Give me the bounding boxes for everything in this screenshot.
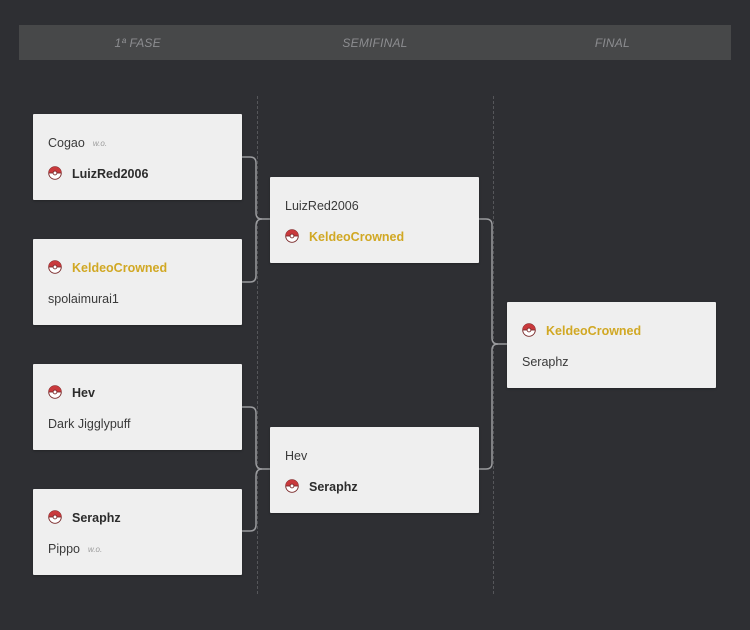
pokeball-icon — [48, 385, 62, 399]
player-name: KeldeoCrowned — [309, 230, 405, 244]
player-row-winner: Seraphz — [48, 510, 121, 526]
match-card-r1-3[interactable]: Hev Dark Jigglypuff — [33, 364, 242, 450]
player-name: Dark Jigglypuff — [48, 417, 131, 431]
pokeball-icon — [48, 260, 62, 274]
match-card-semifinal-1[interactable]: LuizRed2006 KeldeoCrowned — [270, 177, 479, 263]
player-name: Seraphz — [309, 480, 358, 494]
connector-line — [242, 218, 263, 283]
player-row-winner: KeldeoCrowned — [285, 229, 404, 245]
match-card-r1-2[interactable]: KeldeoCrowned spolaimurai1 — [33, 239, 242, 325]
player-name: Cogao — [48, 136, 85, 150]
column-divider — [257, 96, 258, 594]
player-row: Pippo w.o. — [48, 541, 102, 557]
player-row: LuizRed2006 — [285, 198, 359, 214]
player-name: Seraphz — [72, 511, 121, 525]
round-label-final: FINAL — [594, 35, 630, 50]
player-name: Pippo — [48, 542, 80, 556]
pokeball-icon — [48, 510, 62, 524]
match-card-semifinal-2[interactable]: Hev Seraphz — [270, 427, 479, 513]
round-header-bar: 1ª FASE SEMIFINAL FINAL — [19, 25, 731, 60]
player-row-winner: Seraphz — [285, 479, 358, 495]
connector-line — [242, 468, 263, 532]
round-label-semifinal: SEMIFINAL — [342, 35, 408, 50]
match-card-final[interactable]: KeldeoCrowned Seraphz — [507, 302, 716, 388]
connector-line — [479, 218, 507, 345]
pokeball-icon — [48, 166, 62, 180]
match-card-r1-4[interactable]: Seraphz Pippo w.o. — [33, 489, 242, 575]
match-card-r1-1[interactable]: Cogao w.o. LuizRed2006 — [33, 114, 242, 200]
walkover-note: w.o. — [87, 544, 103, 554]
walkover-note: w.o. — [92, 138, 108, 148]
player-row: Dark Jigglypuff — [48, 416, 130, 432]
connector-line — [242, 156, 270, 220]
player-row: Seraphz — [522, 354, 569, 370]
player-name: Hev — [72, 386, 95, 400]
player-row: spolaimurai1 — [48, 291, 119, 307]
round-label-first-phase: 1ª FASE — [114, 35, 161, 50]
pokeball-icon — [522, 323, 536, 337]
player-row-winner: KeldeoCrowned — [48, 260, 167, 276]
player-name: KeldeoCrowned — [546, 324, 642, 338]
player-name: Hev — [285, 449, 308, 463]
player-name: KeldeoCrowned — [72, 261, 168, 275]
connector-line — [242, 406, 270, 470]
player-row-winner: LuizRed2006 — [48, 166, 148, 182]
player-name: spolaimurai1 — [48, 292, 119, 306]
player-row-winner: Hev — [48, 385, 95, 401]
player-name: LuizRed2006 — [285, 199, 359, 213]
player-name: LuizRed2006 — [72, 167, 149, 181]
player-name: Seraphz — [522, 355, 569, 369]
pokeball-icon — [285, 229, 299, 243]
player-row-champion: KeldeoCrowned — [522, 323, 641, 339]
connector-line — [479, 343, 499, 470]
pokeball-icon — [285, 479, 299, 493]
player-row: Cogao w.o. — [48, 135, 107, 151]
player-row: Hev — [285, 448, 307, 464]
